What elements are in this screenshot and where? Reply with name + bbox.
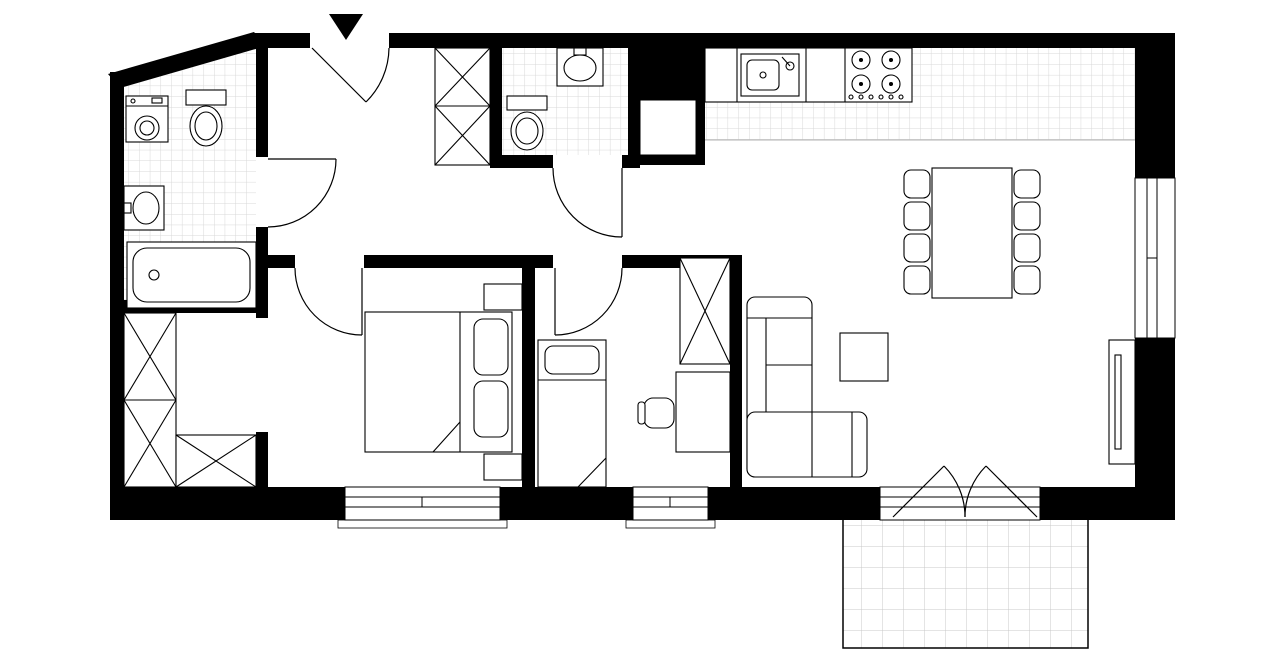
bathtub	[126, 241, 257, 309]
washing-machine	[125, 95, 169, 143]
kitchen-stove	[848, 50, 904, 100]
tv-unit	[1108, 339, 1136, 465]
corner-sofa	[746, 296, 868, 478]
double-bed	[364, 311, 513, 453]
windows	[337, 177, 1176, 529]
wc-washbasin	[556, 47, 604, 87]
single-bed	[537, 339, 607, 488]
dining-chairs	[903, 169, 1041, 295]
kitchen-sink	[740, 53, 800, 97]
doors	[267, 47, 1038, 518]
dining-table	[931, 167, 1013, 299]
desk	[675, 371, 731, 453]
wc-toilet	[506, 95, 548, 151]
kitchen-counter	[704, 47, 913, 103]
bedroom2-wardrobe	[679, 257, 731, 365]
walls	[108, 32, 1175, 520]
shaft	[639, 99, 697, 156]
closet-wardrobe-tall	[123, 312, 177, 488]
bathroom-washbasin	[123, 185, 165, 231]
balcony-floor	[842, 516, 1089, 649]
bathroom-toilet	[185, 89, 227, 147]
nightstands	[483, 283, 523, 481]
entrance-arrow	[329, 14, 363, 40]
desk-chair	[637, 397, 675, 429]
coffee-table	[839, 332, 889, 382]
hall-wardrobe	[434, 47, 491, 166]
closet-wardrobe-low	[175, 434, 257, 488]
